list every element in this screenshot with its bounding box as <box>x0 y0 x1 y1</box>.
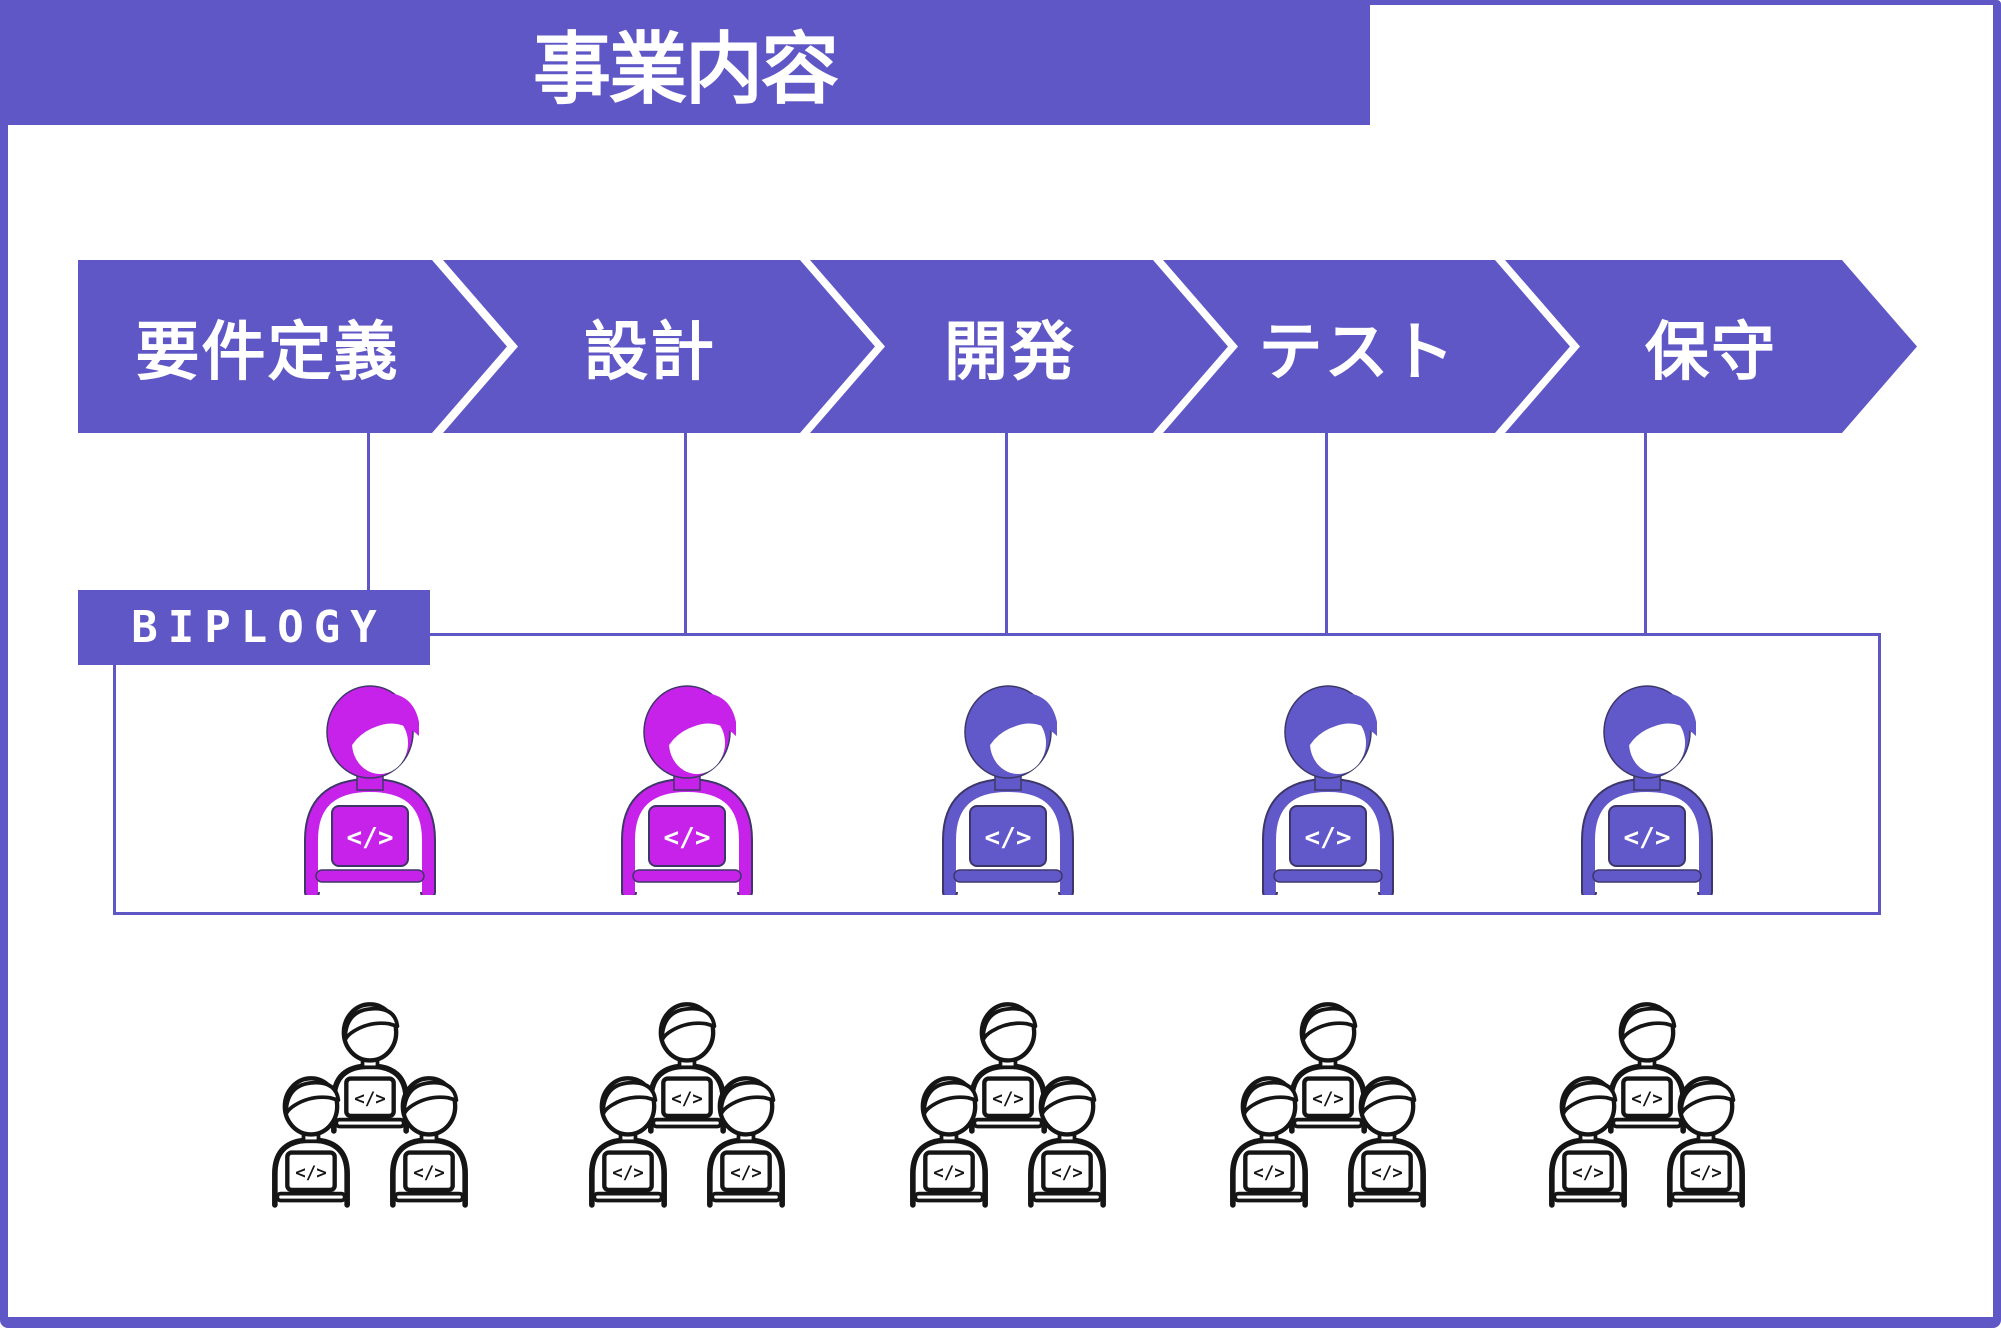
team-of-three-coders-icon <box>1213 1000 1443 1206</box>
process-step-label: テスト <box>1258 315 1457 388</box>
biplogy-label-box: BIPLOGY <box>78 590 430 665</box>
connector-line <box>1644 430 1647 633</box>
team-of-three-coders-icon <box>255 1000 485 1206</box>
process-step-label: 要件定義 <box>135 315 400 388</box>
process-flow: 要件定義 設計 開発 テスト 保守 <box>0 260 2001 433</box>
process-step-design: 設計 <box>443 260 875 433</box>
connector-line <box>1325 430 1328 633</box>
coder-laptop-icon <box>1567 680 1727 895</box>
process-step-label: 開発 <box>944 315 1076 388</box>
page-title: 事業内容 <box>532 24 839 113</box>
coder-laptop-icon <box>928 680 1088 895</box>
title-banner: 事業内容 <box>0 0 1370 125</box>
biplogy-label: BIPLOGY <box>131 602 387 653</box>
coder-laptop-icon <box>1248 680 1408 895</box>
process-step-label: 保守 <box>1645 315 1777 388</box>
process-step-label: 設計 <box>584 315 716 388</box>
coder-laptop-icon <box>290 680 450 895</box>
coder-laptop-icon <box>607 680 767 895</box>
team-of-three-coders-icon <box>1532 1000 1762 1206</box>
connector-line <box>684 430 687 633</box>
team-of-three-coders-icon <box>572 1000 802 1206</box>
process-step-requirements: 要件定義 <box>78 260 507 433</box>
connector-line <box>367 430 370 590</box>
team-of-three-coders-icon <box>893 1000 1123 1206</box>
connector-line <box>1005 430 1008 633</box>
